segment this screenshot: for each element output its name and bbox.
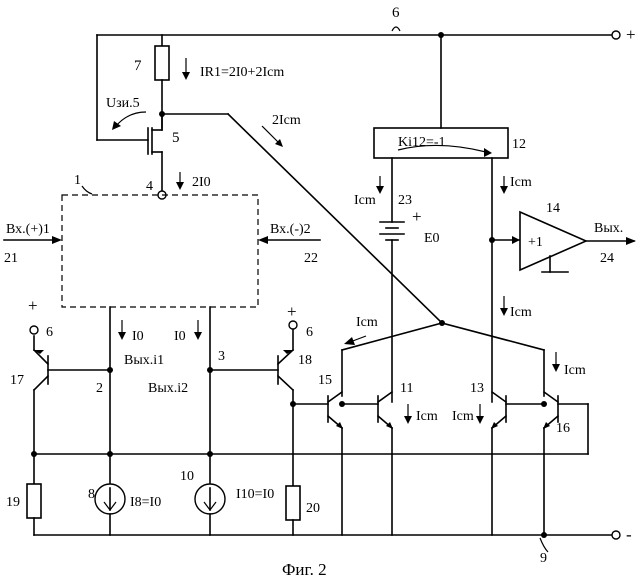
- input-plus-label: Вх.(+)1: [6, 222, 50, 237]
- resistor-7: [155, 35, 169, 117]
- resistor-19: [27, 454, 41, 535]
- output-24-number: 24: [600, 251, 614, 266]
- transistor-16-label: 16: [556, 421, 570, 436]
- label-icm-16: Icm: [564, 363, 586, 378]
- arrow-icm-23: [376, 176, 384, 194]
- source-8-current: I8=I0: [130, 495, 161, 510]
- arrow-icm-16: [552, 352, 560, 372]
- arrow-i0-right: [194, 320, 202, 340]
- figure-caption: Фиг. 2: [282, 560, 327, 579]
- output-label: Вых.: [594, 221, 623, 236]
- output-2-label: Вых.i2: [148, 381, 188, 396]
- node-4-label: 4: [146, 179, 153, 194]
- transistor-11: [378, 392, 393, 535]
- supply-plus-sign: +: [626, 25, 636, 44]
- arrow-icm-13: [476, 404, 484, 424]
- label-icm-13: Icm: [452, 409, 474, 424]
- input-21: [4, 236, 62, 244]
- block-12-number: 12: [512, 137, 526, 152]
- resistor-20-label: 20: [306, 501, 320, 516]
- resistor-7-label: 7: [134, 58, 142, 74]
- transistor-18-label: 18: [298, 353, 312, 368]
- input-22: [258, 236, 320, 244]
- output-1-label: Вых.i1: [124, 353, 164, 368]
- battery-23: [380, 222, 404, 240]
- source-10-label: 10: [180, 469, 194, 484]
- positive-terminal: [612, 31, 620, 39]
- block-1-number: 1: [74, 173, 81, 188]
- source-8-label: 8: [88, 487, 95, 502]
- resistor-current-label: IR1=2I0+2Icm: [200, 65, 284, 80]
- label-icm-r2: Icm: [510, 305, 532, 320]
- wire-to-16: [442, 323, 544, 350]
- label-icm-right: Icm: [510, 175, 532, 190]
- battery-plus: +: [412, 207, 422, 226]
- label-icm-11: Icm: [416, 409, 438, 424]
- transistor-13: [491, 392, 506, 535]
- bus-minus-number: 9: [540, 551, 547, 566]
- current-arrow-r1: [182, 58, 190, 80]
- arrow-2i0: [176, 172, 184, 190]
- label-2icm: 2Icm: [272, 113, 301, 128]
- pin-2-label: 2: [96, 381, 103, 396]
- label-icm-23: Icm: [354, 193, 376, 208]
- block-1: [62, 195, 258, 307]
- pin-3-label: 3: [218, 349, 225, 364]
- positive-bus: [97, 27, 620, 140]
- input-minus-label: Вх.(-)2: [270, 222, 311, 237]
- plus-right: +: [287, 302, 297, 321]
- resistor-19-label: 19: [6, 495, 20, 510]
- supply-minus-sign: -: [626, 525, 632, 544]
- arrow-icm-r2: [500, 296, 508, 316]
- negative-bus: [34, 531, 620, 552]
- u-gate-label: Uзи.5: [106, 96, 140, 111]
- amp-14-label: 14: [546, 201, 560, 216]
- battery-23-label: 23: [398, 193, 412, 208]
- label-i0-right: I0: [174, 329, 186, 344]
- amp-gain: +1: [528, 235, 543, 250]
- pin-6-left: 6: [46, 325, 53, 340]
- block-12-gain: Ki12=-1: [398, 135, 446, 150]
- arrow-i0-left: [118, 320, 126, 340]
- transistor-17-label: 17: [10, 373, 24, 388]
- label-icm-mid: Icm: [356, 315, 378, 330]
- current-source-8: [95, 484, 125, 535]
- resistor-20: [286, 486, 300, 535]
- pin-6-right: 6: [306, 325, 313, 340]
- u-gate-arrow: [116, 112, 146, 126]
- transistor-15-label: 15: [318, 373, 332, 388]
- input-21-number: 21: [4, 251, 18, 266]
- bus-plus-number: 6: [392, 5, 400, 21]
- source-10-current: I10=I0: [236, 487, 274, 502]
- input-22-number: 22: [304, 251, 318, 266]
- transistor-11-label: 11: [400, 381, 413, 396]
- label-2i0: 2I0: [192, 175, 211, 190]
- transistor-18: [210, 321, 297, 486]
- current-source-10: [195, 484, 225, 535]
- arrow-icm-right: [500, 176, 508, 194]
- transistor-13-label: 13: [470, 381, 484, 396]
- plus-left: +: [28, 296, 38, 315]
- battery-e0: E0: [424, 231, 440, 246]
- arrow-2icm: [262, 126, 283, 147]
- label-i0-left: I0: [132, 329, 144, 344]
- arrow-icm-11: [404, 404, 412, 424]
- transistor-5-label: 5: [172, 130, 180, 146]
